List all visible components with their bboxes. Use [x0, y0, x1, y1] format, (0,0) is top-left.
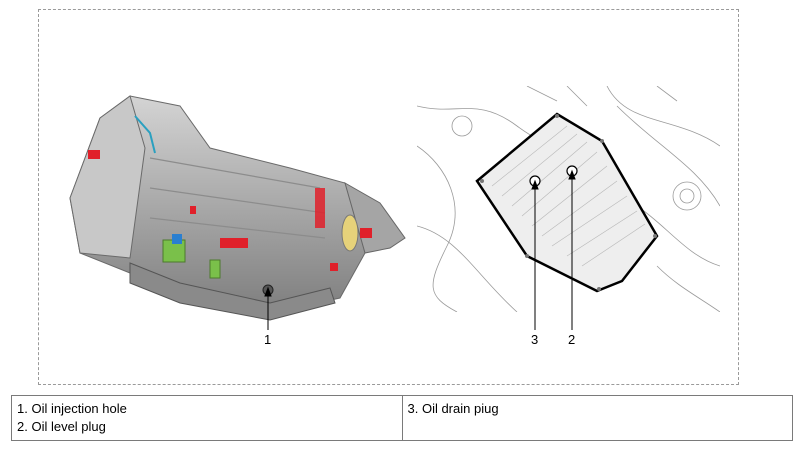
legend-item-oil-injection-hole: 1. Oil injection hole [17, 401, 127, 416]
legend-table: 1. Oil injection hole 2. Oil level plug … [11, 395, 793, 441]
callout-1: 1 [264, 332, 272, 347]
callout-2: 2 [568, 332, 576, 347]
callout-3: 3 [531, 332, 539, 347]
transmission-illustration [69, 95, 406, 321]
legend-row: 1. Oil injection hole 2. Oil level plug … [11, 395, 793, 441]
oil-pan-underside-illustration [417, 86, 720, 312]
legend-item-oil-level-plug: 2. Oil level plug [17, 419, 106, 434]
legend-cell-right: 3. Oil drain piug [401, 395, 793, 441]
legend-cell-left: 1. Oil injection hole 2. Oil level plug [11, 395, 403, 441]
figure-frame [38, 9, 739, 385]
legend-item-oil-drain-plug: 3. Oil drain piug [407, 401, 499, 416]
